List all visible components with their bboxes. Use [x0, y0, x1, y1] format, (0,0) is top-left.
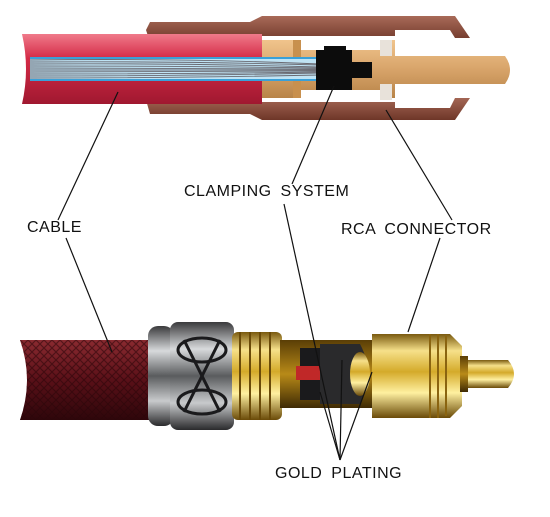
leader-clamp-to-gold — [283, 203, 341, 461]
barrel-rings — [429, 334, 447, 418]
leader-gold-mid — [339, 359, 343, 461]
leader-clamp-top — [291, 85, 335, 185]
center-pin — [460, 360, 514, 388]
leader-gold-left — [319, 391, 341, 461]
leader-gold-right — [339, 371, 373, 461]
chrome-sleeve — [148, 326, 174, 426]
conductor-strands — [29, 59, 321, 79]
label-clamping-system: CLAMPING SYSTEM — [184, 183, 350, 200]
leader-cable-bottom — [65, 237, 113, 353]
thread-ridges — [239, 332, 271, 420]
cross-section-view — [22, 16, 510, 120]
label-cable: CABLE — [27, 219, 82, 236]
assembled-connector-view — [20, 322, 514, 430]
leader-rca-top — [385, 109, 453, 221]
leader-cable-top — [57, 91, 119, 221]
leader-rca-bottom — [407, 237, 441, 333]
label-gold-plating: GOLD PLATING — [275, 465, 403, 482]
label-rca-connector: RCA CONNECTOR — [341, 221, 492, 238]
gold-barrel — [372, 334, 462, 418]
clamp-block — [316, 50, 372, 90]
leader-lines — [57, 85, 453, 461]
collar-emblem — [176, 336, 228, 416]
